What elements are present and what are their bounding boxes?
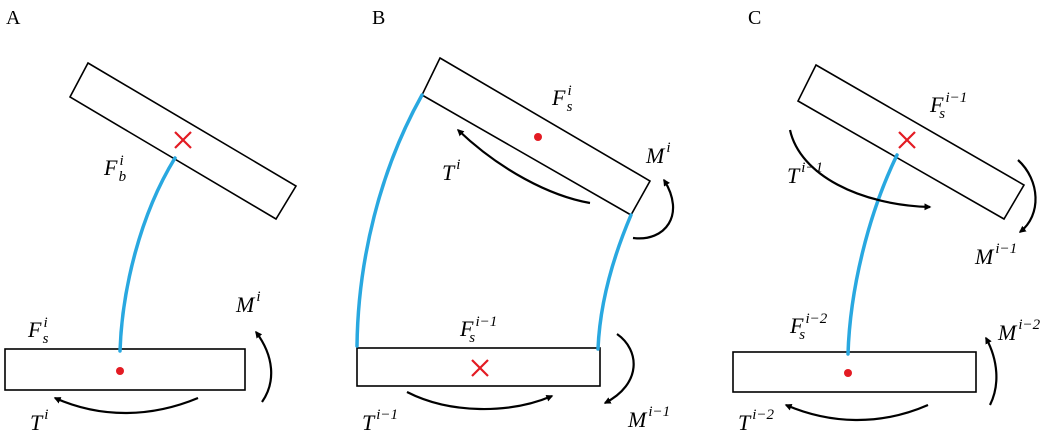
panel-c-torque-arrow-bot — [784, 403, 929, 422]
panel-c-cross-marker — [898, 131, 916, 149]
panel-c-torque-arrow-top — [788, 129, 932, 211]
panel-b-torque-arrow-top — [456, 129, 591, 205]
panel-c-center-dot — [844, 369, 852, 377]
panel-c-top-plate — [796, 63, 1026, 221]
panel-a-center-dot — [116, 367, 124, 375]
panel-a-torque-arrow — [53, 396, 199, 415]
panel-b-cable-right — [596, 213, 633, 351]
panel-a-cable — [118, 156, 177, 353]
panel-a-letter: A — [6, 7, 21, 29]
panel-b-torque-arrow-bot — [406, 391, 554, 411]
panel-b-moment-arrow-bot — [603, 333, 635, 404]
panel-b-letter: B — [372, 7, 385, 29]
panel-b-cable-left — [355, 93, 424, 348]
panel-c-moment-arrow-bot — [985, 336, 998, 406]
panel-b-cross-marker — [471, 359, 489, 377]
panel-a-moment-arrow — [255, 330, 273, 403]
panel-b-bottom-plate — [356, 347, 601, 387]
panel-a-cross-marker — [174, 131, 192, 149]
panel-c-moment-arrow-top — [1017, 159, 1037, 233]
panel-c-bottom-plate — [732, 351, 977, 393]
panel-c-cable — [846, 153, 899, 356]
panel-b-center-dot — [534, 133, 542, 141]
panel-c-letter: C — [748, 7, 761, 29]
panel-b-moment-arrow-top — [632, 178, 675, 240]
panel-a-bottom-plate — [4, 348, 246, 391]
